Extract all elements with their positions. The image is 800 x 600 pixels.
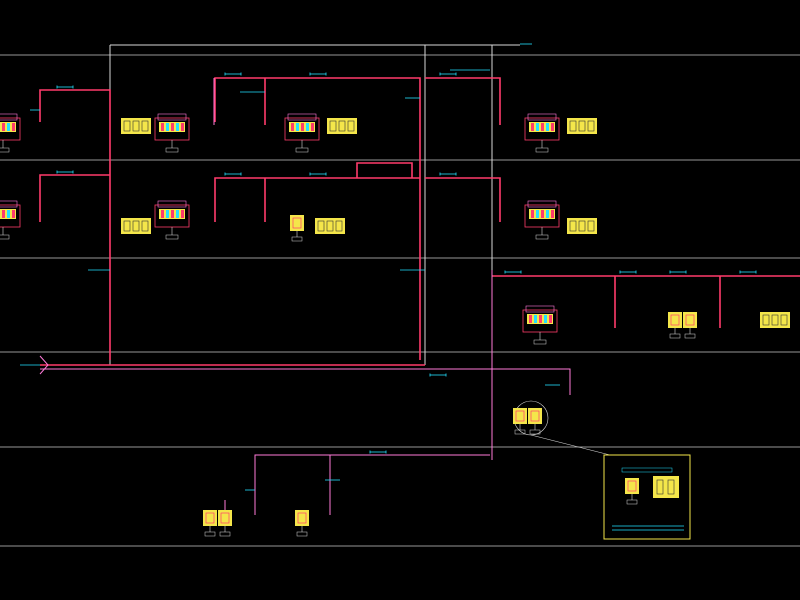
supply-pipes: [39, 77, 800, 515]
floor-lines: [0, 54, 800, 547]
annotations: [20, 43, 757, 491]
vertical-risers: [109, 44, 520, 460]
detail-callout: [530, 434, 691, 540]
